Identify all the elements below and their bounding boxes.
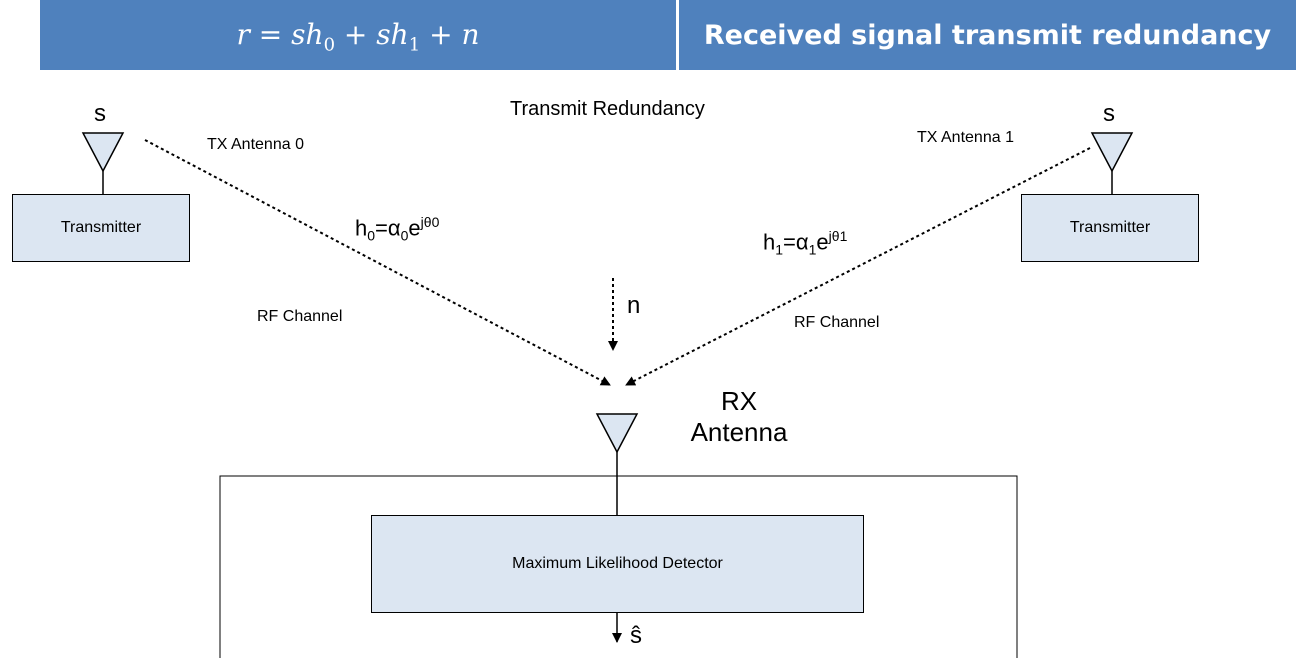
transmit-redundancy-label: Transmit Redundancy — [510, 98, 705, 120]
transmitter-1-label: Transmitter — [1069, 219, 1151, 236]
title-banner: Received signal transmit redundancy — [679, 0, 1296, 70]
rf-channel-right-label: RF Channel — [794, 314, 880, 331]
banner-divider — [676, 0, 679, 70]
rf-channel-left-label: RF Channel — [257, 308, 343, 325]
page-title: Received signal transmit redundancy — [703, 20, 1272, 51]
rx-label-line2: Antenna — [690, 417, 788, 448]
tx1-signal-label: s — [1103, 100, 1115, 127]
tx0-signal-label: s — [94, 100, 106, 127]
transmitter-0-label: Transmitter — [60, 219, 142, 236]
ml-detector-box: Maximum Likelihood Detector — [371, 515, 864, 613]
tx1-antenna-icon — [1090, 132, 1134, 173]
received-signal-equation: r = sh0 + sh1 + n — [236, 18, 480, 56]
rx-antenna-label: RX Antenna — [666, 386, 812, 448]
channel-path-1 — [625, 147, 1091, 386]
output-label: ŝ — [630, 622, 642, 649]
transmitter-1-box: Transmitter — [1021, 194, 1199, 262]
tx0-antenna-label: TX Antenna 0 — [207, 136, 304, 153]
h0-channel-label: h0=α0ejθ0 — [355, 214, 440, 244]
tx0-antenna-icon — [81, 132, 125, 173]
receiver-enclosure — [219, 475, 1018, 658]
rx-antenna-icon — [595, 413, 639, 454]
h1-channel-label: h1=α1ejθ1 — [763, 228, 848, 258]
rx-label-line1: RX — [720, 386, 758, 416]
tx1-antenna-label: TX Antenna 1 — [917, 129, 1014, 146]
equation-banner: r = sh0 + sh1 + n — [40, 0, 676, 70]
channel-path-0 — [144, 139, 611, 386]
ml-detector-label: Maximum Likelihood Detector — [512, 555, 723, 572]
transmitter-0-box: Transmitter — [12, 194, 190, 262]
noise-label: n — [627, 292, 641, 319]
